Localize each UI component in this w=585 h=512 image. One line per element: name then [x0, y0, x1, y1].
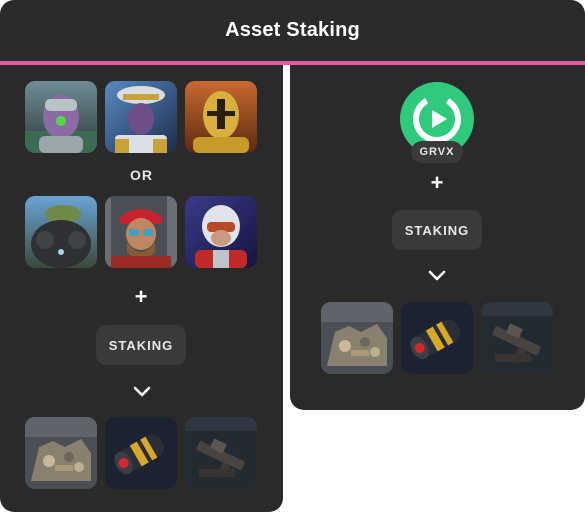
- weapon-parts-icon: [185, 417, 257, 489]
- chevron-down-icon: [133, 386, 151, 398]
- energy-cell-icon: [105, 417, 177, 489]
- staking-button[interactable]: STAKING: [392, 210, 482, 250]
- scrap-pile-icon: [321, 302, 393, 374]
- helmet-pilot-avatar[interactable]: [185, 196, 257, 268]
- alien-soldier-avatar[interactable]: [25, 81, 97, 153]
- commander-avatar[interactable]: [105, 81, 177, 153]
- scrap-pile-icon: [25, 417, 97, 489]
- header: Asset Staking: [0, 0, 585, 61]
- accent-divider: [0, 61, 585, 65]
- weapon-parts-icon: [481, 302, 553, 374]
- page-title: Asset Staking: [225, 19, 360, 41]
- pirate-avatar[interactable]: [105, 196, 177, 268]
- plus-sign: +: [430, 170, 444, 195]
- plus-sign: +: [134, 284, 148, 309]
- golden-knight-avatar[interactable]: [185, 81, 257, 153]
- or-separator: OR: [130, 167, 153, 183]
- chevron-down-icon: [428, 270, 446, 282]
- armored-frog-avatar[interactable]: [25, 196, 97, 268]
- token-label-badge: GRVX: [411, 141, 463, 163]
- staking-button[interactable]: STAKING: [96, 325, 186, 365]
- energy-cell-icon: [401, 302, 473, 374]
